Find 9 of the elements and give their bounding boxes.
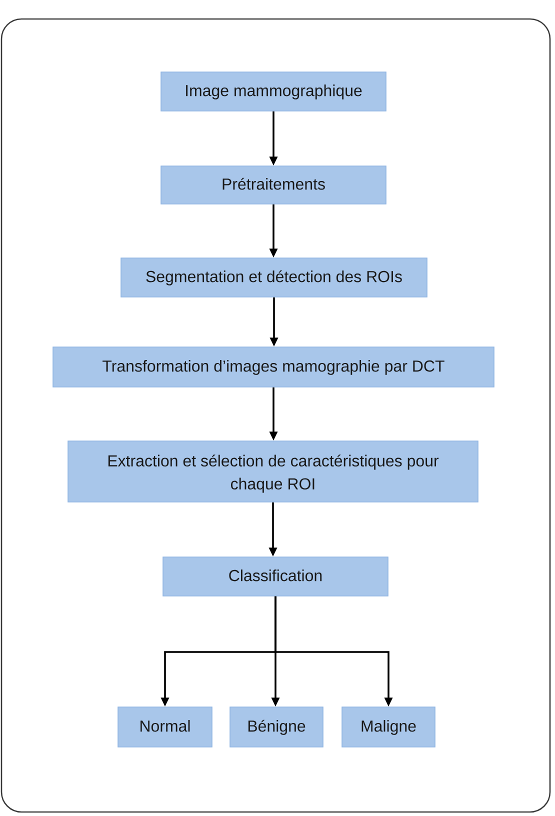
process-box: Classification [162,556,388,596]
process-box: Image mammographique [160,72,386,112]
process-box: Prétraitements [160,166,386,204]
process-box: Segmentation et détection des ROIs [120,258,428,298]
process-box: Bénigne [230,706,324,748]
process-box: Extraction et sélection de caractéristiques pour chaque ROI [68,440,478,502]
process-box: Transformation d’images mamographie par DCT [52,346,494,388]
process-box: Normal [118,706,212,748]
process-box: Maligne [342,706,436,748]
